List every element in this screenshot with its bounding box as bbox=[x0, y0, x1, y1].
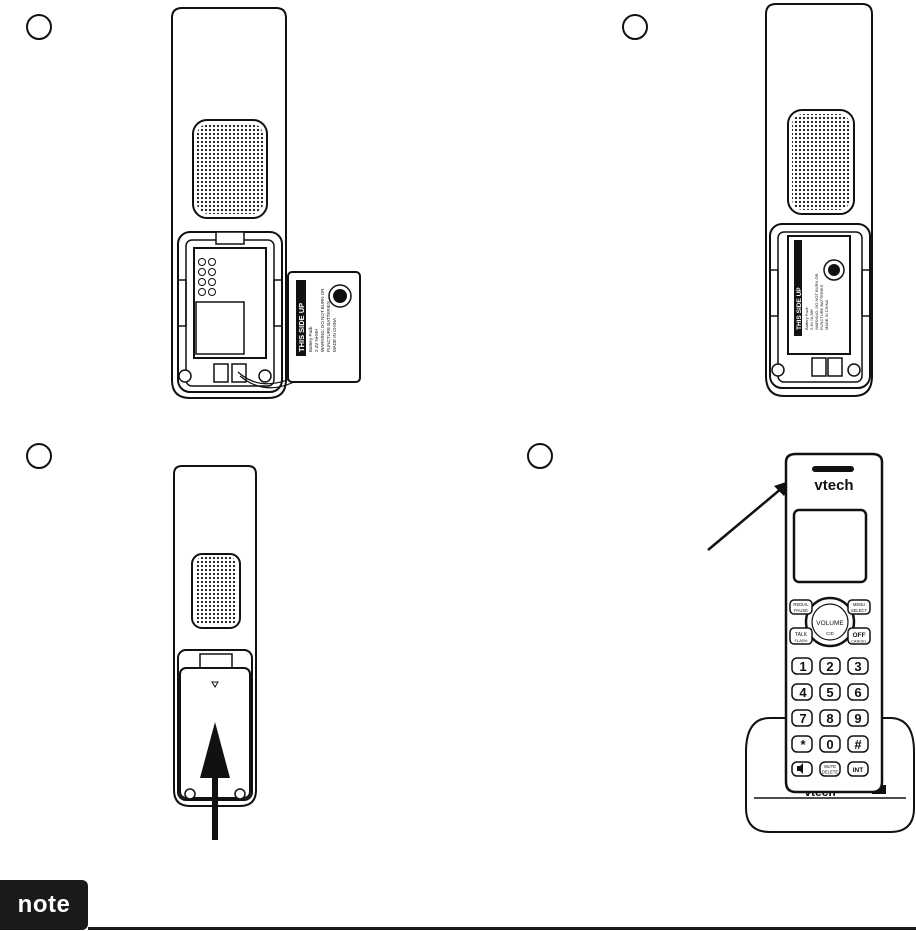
note-badge: note bbox=[0, 880, 88, 930]
battery-line-2: 2.4V Ni-MH bbox=[314, 329, 319, 352]
figure-handset-back-battery-installed: THIS SIDE UP Battery Pack 2.4V Ni-MH WAR… bbox=[754, 0, 884, 402]
step-circle-1 bbox=[26, 14, 52, 40]
key-star: * bbox=[800, 737, 806, 752]
key-cid: CID bbox=[826, 631, 835, 636]
battery-heading-2: THIS SIDE UP bbox=[796, 287, 803, 330]
battery-line-5: MADE IN CHINA bbox=[332, 318, 337, 352]
key-off: OFF bbox=[853, 632, 866, 639]
key-talk: TALK bbox=[795, 632, 808, 638]
key-hash: # bbox=[854, 737, 862, 752]
step-circle-4 bbox=[527, 443, 553, 469]
battery-line-4b: PUNCTURE BATTERIES bbox=[819, 284, 824, 330]
key-mute: MUTE bbox=[824, 764, 836, 769]
battery-line-2b: 2.4V Ni-MH bbox=[809, 309, 814, 330]
battery-line-1b: Battery Pack bbox=[804, 307, 809, 330]
key-delete: DELETE bbox=[822, 770, 838, 775]
battery-line-3: WARNING: DO NOT BURN OR bbox=[320, 288, 325, 352]
key-7: 7 bbox=[799, 711, 806, 726]
key-volume: VOLUME bbox=[816, 620, 844, 627]
step-circle-3 bbox=[26, 443, 52, 469]
key-5: 5 bbox=[826, 685, 833, 700]
key-0: 0 bbox=[826, 737, 833, 752]
key-9: 9 bbox=[854, 711, 861, 726]
speaker-icon bbox=[797, 763, 803, 774]
key-menu: MENU bbox=[853, 602, 865, 607]
handset-brand: vtech bbox=[814, 477, 853, 494]
key-4: 4 bbox=[799, 685, 807, 700]
key-pause: PAUSE bbox=[794, 608, 808, 613]
battery-heading-1: THIS SIDE UP bbox=[297, 303, 306, 352]
battery-line-4: PUNCTURE BATTERIES bbox=[326, 301, 331, 352]
key-8: 8 bbox=[826, 711, 833, 726]
step-circle-2 bbox=[622, 14, 648, 40]
figure-handset-back-cover-slide bbox=[160, 460, 270, 840]
battery-line-5b: MADE IN CHINA bbox=[824, 299, 829, 330]
key-redial: REDIAL bbox=[793, 602, 809, 607]
key-1: 1 bbox=[799, 659, 806, 674]
battery-line-3b: WARNING: DO NOT BURN OR bbox=[814, 273, 819, 330]
key-int: INT bbox=[853, 767, 864, 774]
key-2: 2 bbox=[826, 659, 833, 674]
section-rule bbox=[88, 927, 916, 930]
battery-line-1: Battery Pack bbox=[308, 326, 313, 352]
figure-handset-in-charger: vtech vtech VOLUME CID REDIAL PAUSE MENU… bbox=[700, 452, 916, 844]
figure-handset-back-battery-connect: THIS SIDE UP Battery Pack 2.4V Ni-MH WAR… bbox=[160, 0, 370, 402]
key-3: 3 bbox=[854, 659, 861, 674]
key-cancel: CANCEL bbox=[851, 640, 866, 644]
key-flash: FLASH bbox=[795, 638, 808, 643]
key-select: SELECT bbox=[851, 608, 868, 613]
key-6: 6 bbox=[854, 685, 861, 700]
